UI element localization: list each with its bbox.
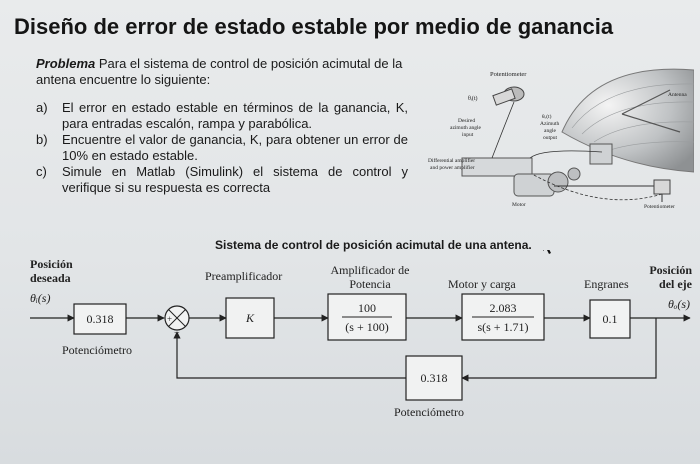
problem-text: Para el sistema de control de posición a… (36, 56, 403, 87)
gears-label: Engranes (584, 277, 629, 291)
question-item: a) El error en estado estable en término… (36, 100, 408, 132)
label-output: output (543, 135, 558, 141)
question-list: a) El error en estado estable en término… (36, 100, 408, 196)
preamp-block (225, 297, 275, 339)
label-potentiometer-bottom: Potentiometer (644, 204, 675, 210)
question-label: b) (36, 132, 48, 147)
motor-den: s(s + 1.71) (477, 320, 528, 334)
cursor-icon (543, 250, 551, 254)
input-label-2: deseada (30, 271, 71, 285)
power-amp-den: (s + 100) (345, 320, 388, 334)
power-amp-label-2: Potencia (349, 277, 391, 291)
gears-gain: 0.1 (603, 312, 618, 326)
block-diagram: Posición deseada θᵢ(s) 0.318 Potenciómet… (30, 250, 693, 419)
motor-label: Motor y carga (448, 277, 516, 291)
power-amp-num: 100 (358, 301, 376, 315)
amplifier-box (461, 157, 533, 177)
preamp-gain: K (245, 311, 255, 325)
label-diff-amp: Differential amplifier (428, 157, 475, 164)
question-text: Encuentre el valor de ganancia, K, para … (62, 132, 408, 163)
question-item: b) Encuentre el valor de ganancia, K, pa… (36, 132, 408, 164)
label-motor: Motor (512, 202, 526, 208)
motor-num: 2.083 (490, 301, 517, 315)
problem-statement: Problema Para el sistema de control de p… (36, 56, 408, 88)
preamp-label: Preamplificador (205, 269, 282, 283)
question-item: c) Simule en Matlab (Simulink) el sistem… (36, 164, 408, 196)
antenna-base (589, 143, 613, 165)
output-label-2: del eje (659, 277, 693, 291)
question-text: El error en estado estable en términos d… (62, 100, 408, 131)
diagram-title: Sistema de control de posición acimutal … (215, 238, 532, 252)
label-theta-i: θᵢ(t) (468, 95, 478, 102)
output-label-1: Posición (649, 263, 692, 277)
input-signal: θᵢ(s) (30, 291, 50, 305)
label-input: input (462, 132, 474, 138)
input-pot-gain: 0.318 (87, 312, 114, 326)
gears-block (589, 299, 631, 339)
label-theta-o: θₒ(t) (542, 113, 552, 120)
label-desired: Desired (458, 118, 475, 124)
label-potentiometer-top: Potentiometer (490, 71, 527, 78)
label-azimuth-angle: azimuth angle (450, 125, 482, 131)
slide-title: Diseño de error de estado estable por me… (14, 14, 614, 39)
question-text: Simule en Matlab (Simulink) el sistema d… (62, 164, 408, 195)
output-signal: θₒ(s) (668, 297, 690, 311)
input-pot-label: Potenciómetro (62, 343, 132, 357)
antenna-illustration: Potentiometer θᵢ(t) Desired azimuth angl… (428, 68, 694, 210)
power-amp-label-1: Amplificador de (331, 263, 410, 277)
antenna-dish (561, 68, 694, 173)
input-pot-block (73, 303, 127, 335)
problem-label: Problema (36, 56, 96, 71)
label-power-amp: and power amplifier (430, 164, 475, 171)
feedback-label: Potenciómetro (394, 405, 464, 419)
label-angle: angle (544, 128, 556, 134)
output-potentiometer (653, 179, 671, 195)
input-label-1: Posición (30, 257, 73, 271)
label-antenna: Antenna (668, 92, 687, 98)
question-label: a) (36, 100, 48, 115)
plus-sign: + (167, 314, 172, 324)
feedback-pot-block (405, 355, 463, 401)
feedback-gain: 0.318 (421, 371, 448, 385)
label-azimuth: Azimuth (540, 121, 559, 127)
question-label: c) (36, 164, 47, 179)
